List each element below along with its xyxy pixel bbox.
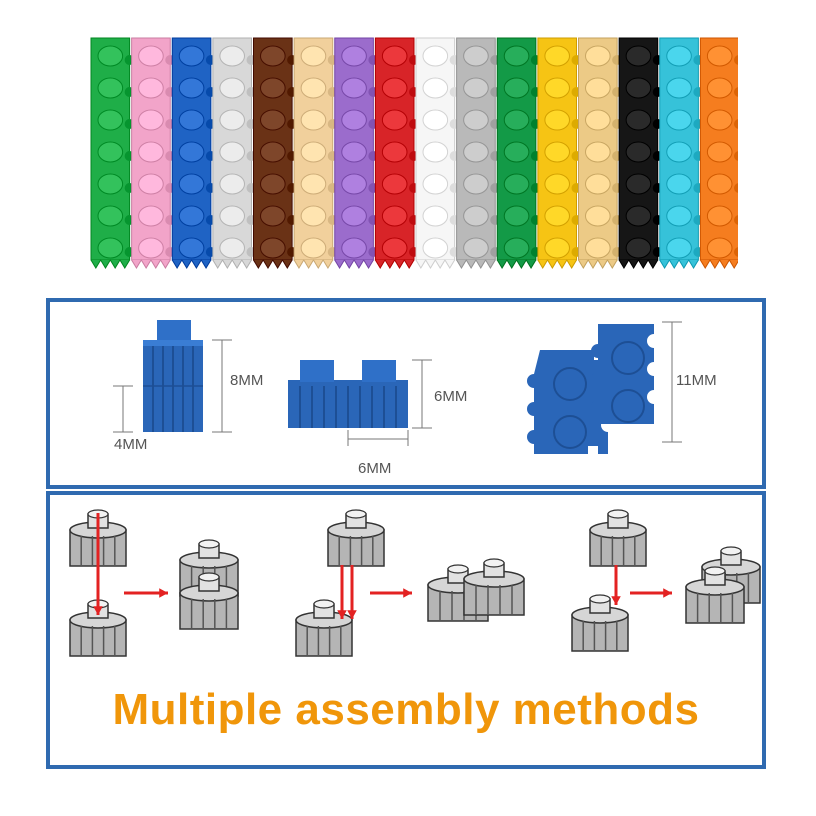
color-strip (578, 37, 623, 269)
red-arrow-icon (370, 588, 412, 598)
gray-brick-icon (685, 566, 745, 624)
color-strip (618, 37, 663, 269)
color-strip (537, 37, 582, 269)
gray-brick-icon (327, 509, 385, 567)
color-strip (496, 37, 541, 269)
tile-icon (527, 324, 654, 454)
width-label: 6MM (434, 388, 468, 405)
red-arrow-icon (347, 565, 357, 619)
gray-brick-icon (179, 572, 239, 630)
pitch-label: 6MM (358, 460, 392, 477)
color-strip (212, 37, 257, 269)
color-strip (699, 37, 738, 269)
color-strip (171, 37, 216, 269)
tall-brick-icon (143, 320, 203, 432)
gray-brick-icon (571, 594, 629, 652)
color-strip (456, 37, 501, 269)
base-label: 4MM (114, 436, 148, 453)
tile-size-label: 11MM (676, 372, 717, 389)
color-strip (90, 37, 135, 269)
red-arrow-icon (630, 588, 672, 598)
color-strip (659, 37, 704, 269)
color-strip (334, 37, 379, 269)
height-label: 8MM (230, 372, 264, 389)
color-strip (374, 37, 419, 269)
gray-brick-icon (589, 509, 647, 567)
color-strip (293, 37, 338, 269)
assembly-caption: Multiple assembly methods (112, 685, 700, 734)
assembly-panel: Multiple assembly methods (46, 491, 766, 769)
color-strip (253, 37, 298, 269)
gray-brick-icon (463, 558, 525, 616)
red-arrow-icon (93, 513, 103, 615)
gray-brick-icon (69, 599, 127, 657)
dimensions-graphic (113, 320, 682, 454)
color-strip (131, 37, 176, 269)
color-strips (88, 30, 738, 272)
red-arrow-icon (337, 565, 347, 619)
joined-brick-icon (427, 558, 525, 622)
assembly-diagrams (69, 509, 761, 657)
dimensions-panel: 8MM 4MM 6MM 6MM 11MM (46, 298, 766, 489)
color-strips-graphic (90, 37, 738, 269)
red-arrow-icon (124, 588, 168, 598)
wide-brick-icon (288, 360, 408, 428)
red-arrow-icon (611, 565, 621, 605)
color-strip (415, 37, 460, 269)
gray-brick-icon (295, 599, 353, 657)
